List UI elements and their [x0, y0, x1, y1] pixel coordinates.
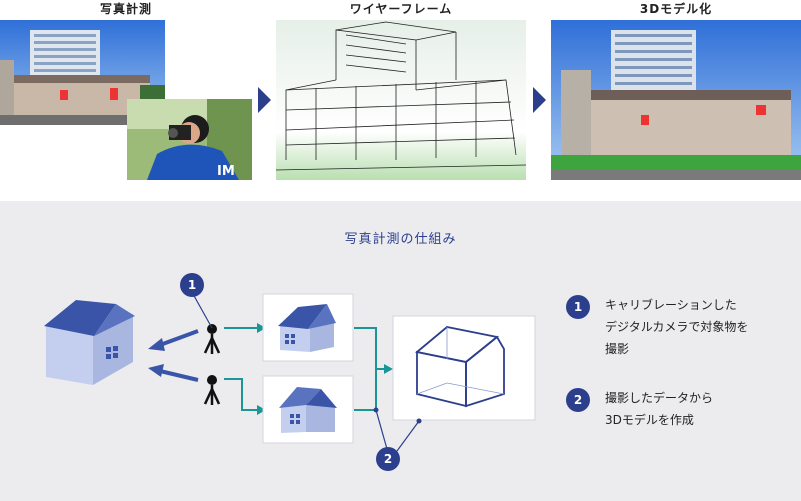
- arrow-icon-step2: [533, 87, 546, 113]
- description-2: 撮影したデータから 3Dモデルを作成: [605, 387, 713, 431]
- merge-arrow-icon: [354, 327, 385, 411]
- photo-building-image: [0, 20, 165, 125]
- description-2-line: 撮影したデータから: [605, 391, 714, 405]
- step-title-3d-model: 3Dモデル化: [639, 2, 713, 16]
- section-title: 写真計測の仕組み: [344, 232, 457, 247]
- description-1: キャリブレーションした デジタルカメラで対象物を 撮影: [605, 294, 748, 360]
- sight-arrow-icon: [148, 329, 199, 382]
- model-image: [551, 20, 801, 180]
- step-badge-1: 1: [566, 295, 590, 319]
- arrow-icon-step1: [258, 87, 271, 113]
- camera-tripod-icon: [203, 375, 221, 405]
- camera-tripod-icon: [203, 324, 221, 354]
- badge-1: 1: [180, 273, 204, 297]
- description-2-line: 3Dモデルを作成: [605, 413, 694, 427]
- model-panel: [551, 20, 801, 180]
- photographer-image: IM: [127, 99, 252, 180]
- wireframe-house-icon: [414, 326, 505, 408]
- photo-building: [0, 20, 165, 125]
- callout-line-2: [375, 409, 420, 452]
- capture-arrow-icon: [224, 327, 259, 411]
- step-title-photo: 写真計測: [99, 2, 152, 16]
- photo-photographer: IM: [127, 99, 252, 180]
- house-photo-icon: [278, 304, 336, 352]
- description-1-line: デジタルカメラで対象物を: [605, 320, 749, 334]
- wireframe-image: [276, 20, 526, 180]
- model-card: [392, 315, 536, 421]
- house-photo-icon: [279, 387, 337, 433]
- description-1-line: キャリブレーションした: [605, 298, 737, 312]
- step-badge-2: 2: [566, 388, 590, 412]
- wireframe-panel: [276, 20, 526, 180]
- callout-line-1: [192, 293, 213, 329]
- description-1-line: 撮影: [605, 342, 630, 356]
- step-title-wireframe: ワイヤーフレーム: [349, 2, 453, 16]
- target-house-icon: [44, 300, 135, 385]
- jacket-logo-text: IM: [217, 164, 235, 179]
- badge-2: 2: [376, 447, 400, 471]
